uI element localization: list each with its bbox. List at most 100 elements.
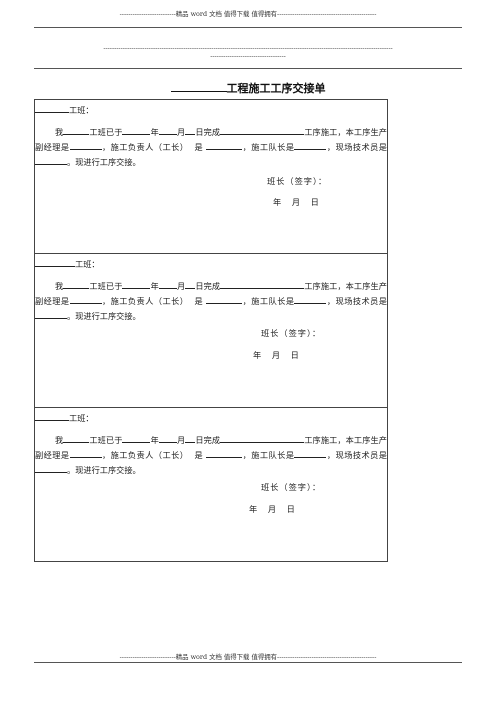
body-text: 年 (150, 127, 159, 137)
body-text: 工班已于 (89, 127, 123, 137)
body-text: ，施工队长是 (242, 450, 295, 460)
section-body: 我 工班已于 年 月日完成工序施工，本工序生产副经理是，施工负责人（工长） 是 ，施工… (35, 124, 387, 169)
body-text: 工序施工，本工序生产副经理是 (35, 281, 387, 306)
month-blank[interactable] (158, 124, 177, 135)
body-text: ，施工队长是 (242, 296, 295, 306)
body-text: 我 (55, 127, 64, 137)
title-blank[interactable] (170, 81, 227, 92)
technician-blank[interactable] (35, 308, 67, 319)
foreman-blank[interactable] (206, 447, 243, 458)
body-text: 工序施工，本工序生产副经理是 (35, 435, 387, 460)
body-text: 年 (150, 281, 159, 291)
foreman-blank[interactable] (206, 293, 243, 304)
body-text: 是 (194, 296, 204, 306)
foreman-blank[interactable] (206, 139, 243, 150)
handover-form: 工班： 我工班已于年月日完成工序施工，本工序生产副经理是，施工负责人（工长） 是… (34, 99, 388, 562)
body-text: 。现进行工序交接。 (67, 311, 141, 321)
section-body: 我 工班已于 年 月日完成工序施工，本工序生产副经理是，施工负责人（工长） 是 ，施工… (35, 278, 387, 323)
signature-date: 年 月 日 (253, 348, 299, 362)
date-year: 年 (249, 504, 258, 514)
body-text: 。现进行工序交接。 (67, 465, 141, 475)
form-section: 工班： 我工班已于年月日完成工序施工，本工序生产副经理是，施工负责人（工长） 是… (35, 100, 387, 254)
section-head-label: 工班： (75, 259, 100, 269)
form-section: 工班： 我工班已于年月日完成工序施工，本工序生产副经理是，施工负责人（工长） 是… (35, 408, 387, 562)
signature-label: 班长（签字）： (261, 482, 322, 492)
month-blank[interactable] (158, 278, 177, 289)
body-text: 月 (176, 281, 186, 291)
body-text: ，施工负责人（工长） (101, 450, 189, 460)
year-blank[interactable] (122, 124, 151, 135)
year-blank[interactable] (122, 432, 151, 443)
dash-separator-1: ----------------------------------------… (103, 44, 393, 52)
date-day: 日 (290, 350, 299, 360)
year-blank[interactable] (122, 278, 151, 289)
body-text: ，施工负责人（工长） (101, 296, 189, 306)
day-blank[interactable] (185, 124, 196, 135)
separator-rule (34, 68, 462, 69)
section-head: 工班： (35, 410, 94, 425)
team-leader-blank[interactable] (294, 447, 327, 458)
crew-name-blank[interactable] (35, 410, 69, 421)
date-month: 月 (271, 350, 281, 360)
technician-blank[interactable] (35, 462, 67, 473)
body-text: 我 (55, 435, 64, 445)
footer-rule (34, 662, 462, 663)
body-text: 是 (194, 450, 204, 460)
body-text: 我 (55, 281, 64, 291)
section-body: 我 工班已于 年 月日完成工序施工，本工序生产副经理是，施工负责人（工长） 是 ，施工… (35, 432, 387, 477)
process-blank[interactable] (220, 278, 305, 289)
team-leader-blank[interactable] (294, 293, 327, 304)
footer-banner: --------------------------精品 word 文档 值得下… (119, 653, 377, 661)
crew-blank[interactable] (63, 278, 90, 289)
date-year: 年 (273, 197, 282, 207)
month-blank[interactable] (158, 432, 177, 443)
body-text: 工序施工，本工序生产副经理是 (35, 127, 387, 152)
signature-label: 班长（签字）： (261, 328, 322, 338)
crew-blank[interactable] (63, 432, 90, 443)
deputy-manager-blank[interactable] (69, 447, 102, 458)
process-blank[interactable] (220, 432, 305, 443)
signature-date: 年 月 日 (249, 502, 295, 516)
body-text: 。现进行工序交接。 (67, 157, 141, 167)
top-banner: --------------------------精品 word 文档 值得下… (119, 10, 377, 18)
body-text: 月 (176, 435, 186, 445)
signature-label: 班长（签字）： (267, 176, 328, 186)
body-text: 月 (176, 127, 186, 137)
document-title: 工程施工工序交接单 (0, 80, 496, 96)
form-section: 工班： 我工班已于年月日完成工序施工，本工序生产副经理是，施工负责人（工长） 是… (35, 254, 387, 408)
section-head: 工班： (35, 102, 94, 117)
crew-name-blank[interactable] (35, 102, 69, 113)
header-rule (34, 27, 462, 28)
body-text: ，施工负责人（工长） (101, 142, 189, 152)
day-blank[interactable] (185, 432, 196, 443)
crew-blank[interactable] (63, 124, 90, 135)
body-text: 工班已于 (89, 435, 123, 445)
date-month: 月 (267, 504, 277, 514)
title-text: 工程施工工序交接单 (226, 82, 326, 95)
body-text: ，施工队长是 (242, 142, 295, 152)
body-text: 年 (150, 435, 159, 445)
body-text: 日完成 (195, 281, 221, 291)
section-head-label: 工班： (69, 105, 94, 115)
body-text: ，现场技术员是 (326, 142, 387, 152)
body-text: 日完成 (195, 127, 221, 137)
date-day: 日 (310, 197, 319, 207)
date-year: 年 (253, 350, 262, 360)
deputy-manager-blank[interactable] (69, 293, 102, 304)
section-head: 工班： (35, 256, 100, 271)
body-text: 日完成 (195, 435, 221, 445)
body-text: 工班已于 (89, 281, 123, 291)
day-blank[interactable] (185, 278, 196, 289)
date-day: 日 (286, 504, 295, 514)
deputy-manager-blank[interactable] (69, 139, 102, 150)
technician-blank[interactable] (35, 154, 67, 165)
section-head-label: 工班： (69, 413, 94, 423)
crew-name-blank[interactable] (35, 256, 75, 267)
team-leader-blank[interactable] (294, 139, 327, 150)
dash-separator-2: ----------------------------------- (210, 52, 286, 60)
body-text: 是 (194, 142, 204, 152)
body-text: ，现场技术员是 (326, 296, 387, 306)
process-blank[interactable] (220, 124, 305, 135)
date-month: 月 (291, 197, 301, 207)
body-text: ，现场技术员是 (326, 450, 387, 460)
